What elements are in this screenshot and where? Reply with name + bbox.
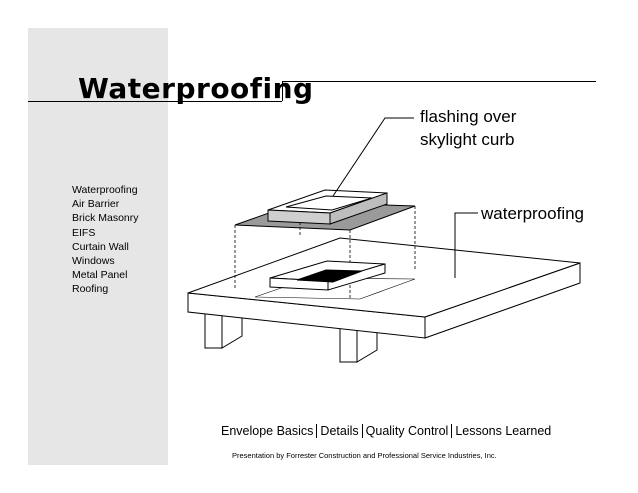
- callout-leaders: [332, 117, 478, 278]
- nav-details[interactable]: Details: [316, 424, 361, 438]
- topic-item-roofing[interactable]: Roofing: [72, 283, 109, 296]
- topic-item-windows[interactable]: Windows: [72, 255, 115, 268]
- title-rule-top: [282, 81, 596, 82]
- topic-item-air-barrier[interactable]: Air Barrier: [72, 198, 120, 211]
- callout-flashing-line1: flashing over: [420, 107, 517, 126]
- roof-opening: [296, 269, 363, 283]
- topic-item-brick-masonry[interactable]: Brick Masonry: [72, 212, 139, 225]
- topic-item-curtain-wall[interactable]: Curtain Wall: [72, 240, 129, 253]
- slide-title: Waterproofing: [78, 72, 314, 105]
- callout-flashing-line2: skylight curb: [420, 130, 515, 149]
- bottom-navigation: Envelope Basics Details Quality Control …: [218, 424, 554, 438]
- topic-item-eifs[interactable]: EIFS: [72, 226, 96, 239]
- nav-lessons-learned[interactable]: Lessons Learned: [451, 424, 554, 438]
- nav-envelope-basics[interactable]: Envelope Basics: [221, 424, 314, 438]
- nav-quality-control[interactable]: Quality Control: [361, 424, 452, 438]
- topic-item-metal-panel[interactable]: Metal Panel: [72, 269, 128, 282]
- sidebar-panel: [28, 28, 168, 465]
- callout-waterproofing: waterproofing: [481, 204, 585, 223]
- roof-deck: [187, 237, 581, 339]
- topic-item-waterproofing[interactable]: Waterproofing: [72, 184, 138, 196]
- topic-list: Waterproofing Air Barrier Brick Masonry …: [72, 183, 139, 297]
- skylight-curb-frame: [267, 189, 388, 225]
- title-rule-divider: [282, 81, 283, 101]
- title-rule-bottom: [28, 101, 282, 102]
- callout-flashing-over-skylight-curb: flashing over skylight curb: [420, 105, 516, 151]
- presentation-credit: Presentation by Forrester Construction a…: [232, 451, 497, 460]
- skylight-curb-base: [269, 260, 386, 291]
